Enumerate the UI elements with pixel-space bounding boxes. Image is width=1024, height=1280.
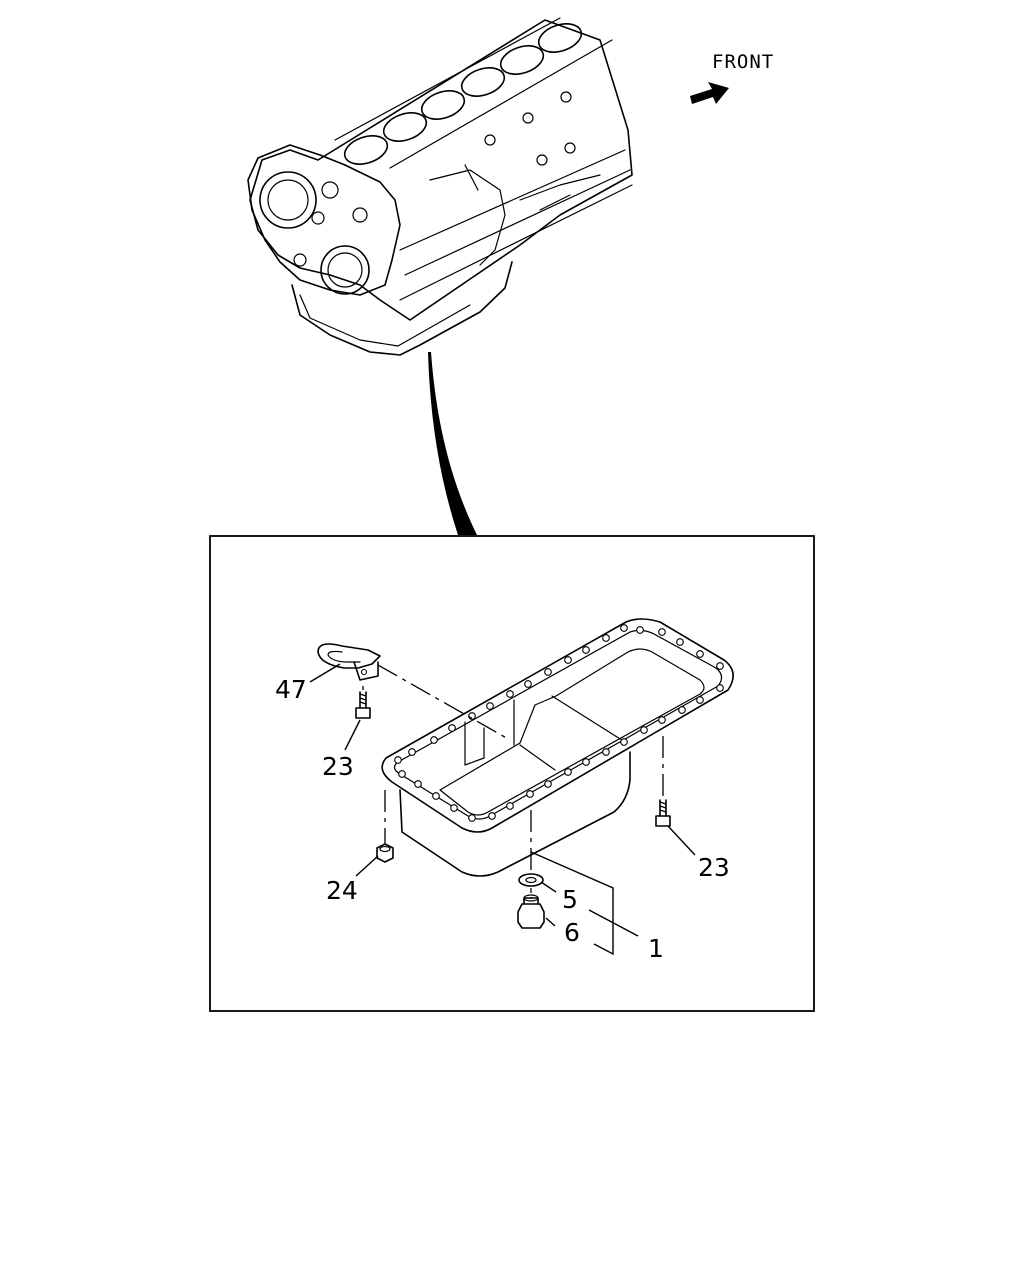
callout-24: 24 xyxy=(326,876,358,905)
front-arrow-icon xyxy=(690,82,729,104)
callout-5: 5 xyxy=(562,885,578,914)
bolt-part-23-right xyxy=(655,799,671,827)
callout-23-left: 23 xyxy=(322,752,354,781)
assembly-lines xyxy=(362,664,664,898)
front-indicator: FRONT xyxy=(690,51,774,104)
front-label: FRONT xyxy=(712,51,774,73)
flange-bolt-holes xyxy=(394,624,724,822)
callout-6: 6 xyxy=(564,918,580,947)
washer-part-5 xyxy=(518,873,544,887)
zoom-connector xyxy=(428,352,477,535)
leader-lines xyxy=(309,663,696,956)
bolt-part-23-left xyxy=(355,691,371,719)
drain-plug-part-6 xyxy=(517,894,545,929)
callout-47: 47 xyxy=(275,675,307,704)
oil-pan-illustration xyxy=(381,618,734,877)
detail-frame xyxy=(209,535,815,1012)
callout-labels: 47 23 23 24 5 6 1 xyxy=(275,675,730,963)
gasket-bracket-part-47 xyxy=(317,643,381,681)
engine-block-illustration xyxy=(247,17,633,356)
callout-1: 1 xyxy=(648,934,664,963)
nut-part-24 xyxy=(376,843,394,863)
callout-23-right: 23 xyxy=(698,853,730,882)
